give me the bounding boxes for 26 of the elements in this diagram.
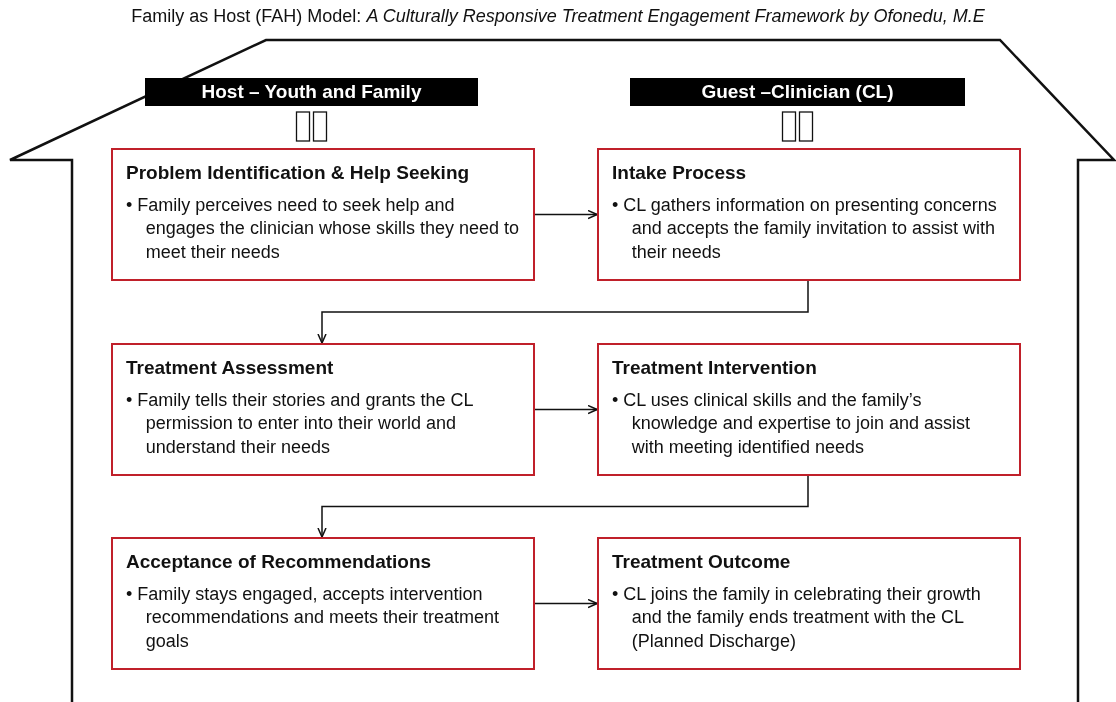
arrow <box>534 209 598 220</box>
bullet-text: • CL gathers information on presenting concerns and accepts the family invitation to assist with their needs <box>612 194 998 264</box>
bullet-text: • Family tells their stories and grants the CL permission to enter into their world and understand their needs <box>126 389 474 459</box>
header-bar: Host – Youth and Family <box>145 78 478 106</box>
arrow <box>317 280 809 344</box>
arrow <box>534 404 598 415</box>
bullet-text: • Family perceives need to seek help and engages the clinician whose skills they need to meet their needs <box>126 194 521 264</box>
process-box <box>597 343 1021 476</box>
process-box <box>111 537 535 670</box>
process-box <box>597 148 1021 281</box>
arrow <box>534 598 598 609</box>
bullet-text: • CL joins the family in celebrating their growth and the family ends treatment with the CL (Planned Discharge) <box>612 583 982 653</box>
box-heading: Treatment Intervention <box>612 357 818 379</box>
bullet-text: • CL uses clinical skills and the family’s knowledge and expertise to join and assist with meeting identified needs <box>612 389 971 459</box>
header-bar: Guest –Clinician (CL) <box>630 78 965 106</box>
box-heading: Problem Identification & Help Seeking <box>126 162 471 184</box>
box-heading: Intake Process <box>612 162 748 184</box>
box-heading: Treatment Assessment <box>126 357 335 379</box>
box-heading: Treatment Outcome <box>612 551 792 573</box>
arrow <box>317 475 809 538</box>
diagram-title: Family as Host (FAH) Model: A Culturally Responsive Treatment Engagement Framework by Ofonedu, M.E <box>130 6 986 27</box>
process-box <box>111 343 535 476</box>
bullet-text: • Family stays engaged, accepts intervention recommendations and meets their treatment goals <box>126 583 500 653</box>
box-heading: Acceptance of Recommendations <box>126 551 433 573</box>
process-box <box>111 148 535 281</box>
process-box <box>597 537 1021 670</box>
